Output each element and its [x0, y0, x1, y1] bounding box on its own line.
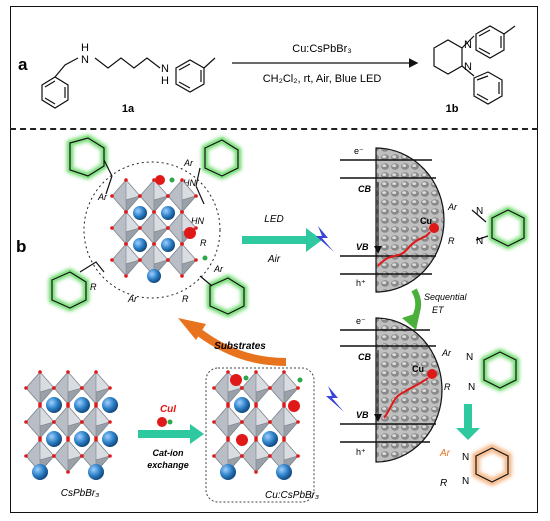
rad-ar-1: Ar	[447, 202, 458, 212]
prod-r: R	[440, 478, 447, 489]
cat-ion-label-2: exchange	[147, 460, 189, 470]
cat-ion-label-1: Cat-ion	[153, 448, 184, 458]
cspbbr3-label: CsPbBr₃	[61, 488, 99, 499]
final-product	[475, 447, 509, 483]
substrate-rings	[51, 137, 245, 315]
prod-n-2: N	[462, 476, 469, 487]
cu-ion-icon	[157, 417, 167, 427]
atom-n-right: N	[161, 63, 169, 75]
i-ion-icon	[167, 419, 173, 425]
panel-b-label: b	[16, 237, 26, 256]
lightning-icon-1	[316, 226, 334, 252]
sequential-et-arrowhead	[402, 312, 420, 330]
cation-exchange-arrow	[138, 424, 204, 444]
cu-label-2: Cu	[412, 364, 424, 374]
radical-intermediate-2	[483, 351, 517, 389]
sub-hn-1: HN	[183, 178, 196, 188]
sub-ar-3: Ar	[127, 294, 138, 304]
atom-n-left: N	[81, 54, 89, 66]
figure-frame	[10, 6, 538, 513]
rad2-n-1: N	[466, 352, 473, 363]
product-n1: N	[464, 39, 472, 51]
product-label: 1b	[446, 103, 459, 115]
perovskite-cluster-doped	[211, 369, 303, 480]
catalyst-label: Cu:CsPbBr₃	[292, 43, 352, 55]
dotted-circle	[83, 161, 221, 299]
rad2-n-2: N	[468, 382, 475, 393]
cu-cspbbr3-label: Cu:CsPbBr₃	[265, 490, 319, 501]
sub-r-3: R	[182, 294, 189, 304]
cui-label: CuI	[160, 404, 176, 415]
panel-a-label: a	[18, 55, 28, 74]
perovskite-cluster-pristine	[23, 369, 118, 480]
cu-label-1: Cu	[420, 216, 432, 226]
rad-r-1: R	[448, 236, 455, 246]
substrates-arrowhead	[178, 318, 206, 340]
rad2-ar: Ar	[441, 348, 452, 358]
sub-r-1: R	[200, 238, 207, 248]
rad-n-1: N	[476, 206, 483, 217]
h-label-2: h⁺	[356, 447, 366, 457]
air-label: Air	[267, 254, 281, 265]
substrates-arrow	[193, 326, 287, 366]
prod-ar: Ar	[439, 448, 451, 459]
h-label-1: h⁺	[356, 278, 366, 288]
sub-hn-2: HN	[191, 216, 204, 226]
product-n2: N	[464, 61, 472, 73]
led-label: LED	[264, 214, 283, 225]
panel-divider	[10, 128, 538, 130]
sub-ar-2: Ar	[183, 158, 194, 168]
e-label-1: e⁻	[354, 146, 364, 156]
product-structure	[433, 25, 516, 105]
conditions-label: CH₂Cl₂, rt, Air, Blue LED	[263, 73, 382, 85]
vb-label-1: VB	[356, 242, 369, 252]
atom-h-right: H	[161, 75, 169, 87]
reactant-label: 1a	[122, 103, 135, 115]
rad-n-2: N	[476, 236, 483, 247]
product-down-arrow	[456, 404, 480, 440]
particle-top	[340, 147, 445, 293]
cb-label-1: CB	[358, 184, 371, 194]
substrates-label: Substrates	[214, 341, 266, 352]
reactant-structure	[41, 57, 216, 109]
sub-ar-1: Ar	[97, 192, 108, 202]
radical-intermediate	[471, 209, 525, 247]
e-label-2: e⁻	[356, 316, 366, 326]
atom-h-left: H	[81, 42, 89, 54]
cb-label-2: CB	[358, 352, 371, 362]
vb-label-2: VB	[356, 410, 369, 420]
led-air-arrow	[242, 228, 322, 252]
sub-ar-4: Ar	[213, 264, 224, 274]
perovskite-cluster-top	[109, 175, 208, 283]
prod-n-1: N	[462, 452, 469, 463]
particle-bottom	[340, 317, 443, 463]
lightning-icon-2	[326, 386, 344, 412]
et-label: ET	[432, 305, 445, 315]
sub-r-2: R	[90, 282, 97, 292]
sequential-label: Sequential	[424, 292, 468, 302]
rad2-r: R	[444, 382, 451, 392]
doped-box	[205, 367, 315, 503]
